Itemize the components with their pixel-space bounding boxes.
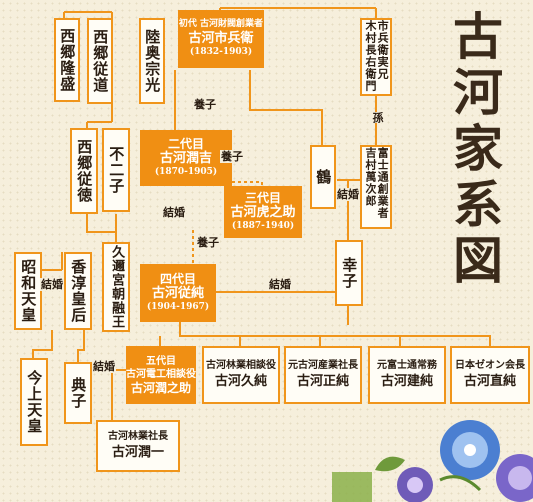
person-yoshimura-manjiro: 富士通創業者 吉村萬次郎 — [360, 145, 392, 229]
person-furukawa-junichi: 古河林業社長 古河潤一 — [96, 420, 180, 472]
adopt-label-mutsu: 養子 — [193, 98, 217, 111]
person-furukawa-masazumi: 元古河産業社長 古河正純 — [284, 346, 362, 404]
marriage-label-showa: 結婚 — [40, 278, 64, 291]
judo-to-jutoku-line — [86, 104, 113, 130]
person-showa-emperor: 昭和天皇 — [14, 252, 42, 330]
person-kuninomiya-asaakira: 久邇宮朝融王 — [102, 242, 130, 332]
marriage-label-jutoku: 結婚 — [162, 206, 186, 219]
person-furukawa-takezumi: 元富士通常務 古河建純 — [368, 346, 446, 404]
person-saigo-judo: 西郷従道 — [87, 18, 113, 104]
juujun-children-line — [179, 322, 491, 346]
person-furukawa-naozumi: 日本ゼオン会長 古河直純 — [450, 346, 530, 404]
person-sachiko: 幸子 — [335, 240, 363, 306]
morning-glory-icon — [332, 420, 533, 502]
person-kojun-empress: 香淳皇后 — [64, 252, 92, 330]
marriage-label-juujun: 結婚 — [268, 278, 292, 291]
marriage-label-tsuru: 結婚 — [336, 188, 360, 201]
person-furukawa-toranosuke: 三代目 古河虎之助 (1887-1940) — [224, 186, 302, 238]
person-furukawa-juujun: 四代目 古河従純 (1904-1967) — [140, 264, 216, 322]
juujun-sachiko-marriage-line — [213, 291, 349, 325]
person-noriko: 典子 — [64, 362, 92, 424]
person-furukawa-ichibei: 初代 古河財閥創業者 古河市兵衛 (1832-1903) — [178, 10, 264, 68]
person-furukawa-hisazumi: 古河林業相談役 古河久純 — [202, 346, 280, 404]
person-saigo-jutoku: 西郷従徳 — [70, 128, 98, 214]
person-current-emperor: 今上天皇 — [20, 358, 48, 446]
person-funiko: 不二子 — [102, 128, 130, 212]
person-tsuru: 鶴 — [310, 145, 336, 209]
junkichi-adopt-line — [232, 181, 263, 196]
adopt-label-toranosuke: 養子 — [196, 236, 220, 249]
person-mutsu-munemitsu: 陸奥宗光 — [139, 18, 165, 104]
jutoku-to-kuninomiya-line — [86, 214, 117, 242]
page-title: 古河家系図 — [445, 10, 504, 290]
marriage-label-noriko: 結婚 — [92, 360, 116, 373]
children-drop-lines — [159, 336, 401, 346]
showa-kojun-marriage-line — [39, 252, 63, 271]
ichibei-to-tsuru-line — [249, 70, 323, 145]
showa-to-emperor-line — [32, 330, 53, 358]
person-furukawa-junkichi: 二代目 古河潤吉 (1870-1905) — [140, 130, 232, 186]
adopt-label-junkichi: 養子 — [220, 150, 244, 163]
person-furukawa-junnosuke: 五代目 古河電工相談役 古河潤之助 — [126, 346, 196, 404]
noriko-junnosuke-marriage-line — [96, 369, 128, 420]
kojun-to-noriko-line — [77, 330, 85, 362]
grandson-label: 孫 — [370, 112, 385, 123]
person-kimura-chouemon: 市兵衛実兄 木村長右衛門 — [360, 18, 392, 96]
person-saigo-takamori: 西郷隆盛 — [54, 18, 80, 102]
saigo-siblings-line — [63, 11, 113, 18]
